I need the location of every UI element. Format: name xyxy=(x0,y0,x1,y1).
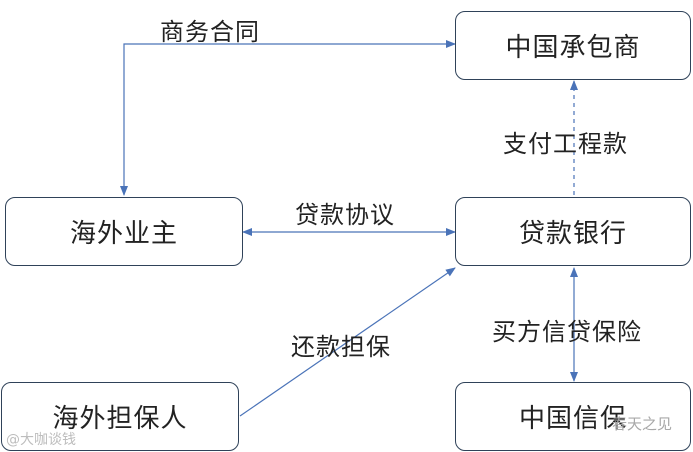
node-lending-bank: 贷款银行 xyxy=(455,197,691,266)
node-label: 贷款银行 xyxy=(518,219,627,249)
node-label: 海外业主 xyxy=(69,219,178,249)
label-engineering-payment: 支付工程款 xyxy=(503,130,628,158)
watermark-bottom-left: @大咖谈钱 xyxy=(6,432,76,448)
label-commercial-contract: 商务合同 xyxy=(160,18,260,46)
commercial-contract-arrow xyxy=(120,40,456,196)
label-repayment-guarantee: 还款担保 xyxy=(291,333,391,361)
node-label: 海外担保人 xyxy=(52,404,188,434)
watermark-bottom-right: 春天之见 xyxy=(612,415,673,433)
node-sinosure: 中国信保 xyxy=(455,382,691,451)
label-loan-agreement: 贷款协议 xyxy=(295,201,395,229)
repayment-guarantee-arrow xyxy=(239,267,456,417)
node-overseas-owner: 海外业主 xyxy=(5,197,243,266)
node-overseas-guarantor: 海外担保人 xyxy=(1,382,239,451)
node-chinese-contractor: 中国承包商 xyxy=(455,11,691,80)
label-buyer-credit-insurance: 买方信贷保险 xyxy=(492,318,642,346)
node-label: 中国信保 xyxy=(518,404,627,434)
node-label: 中国承包商 xyxy=(505,33,641,63)
